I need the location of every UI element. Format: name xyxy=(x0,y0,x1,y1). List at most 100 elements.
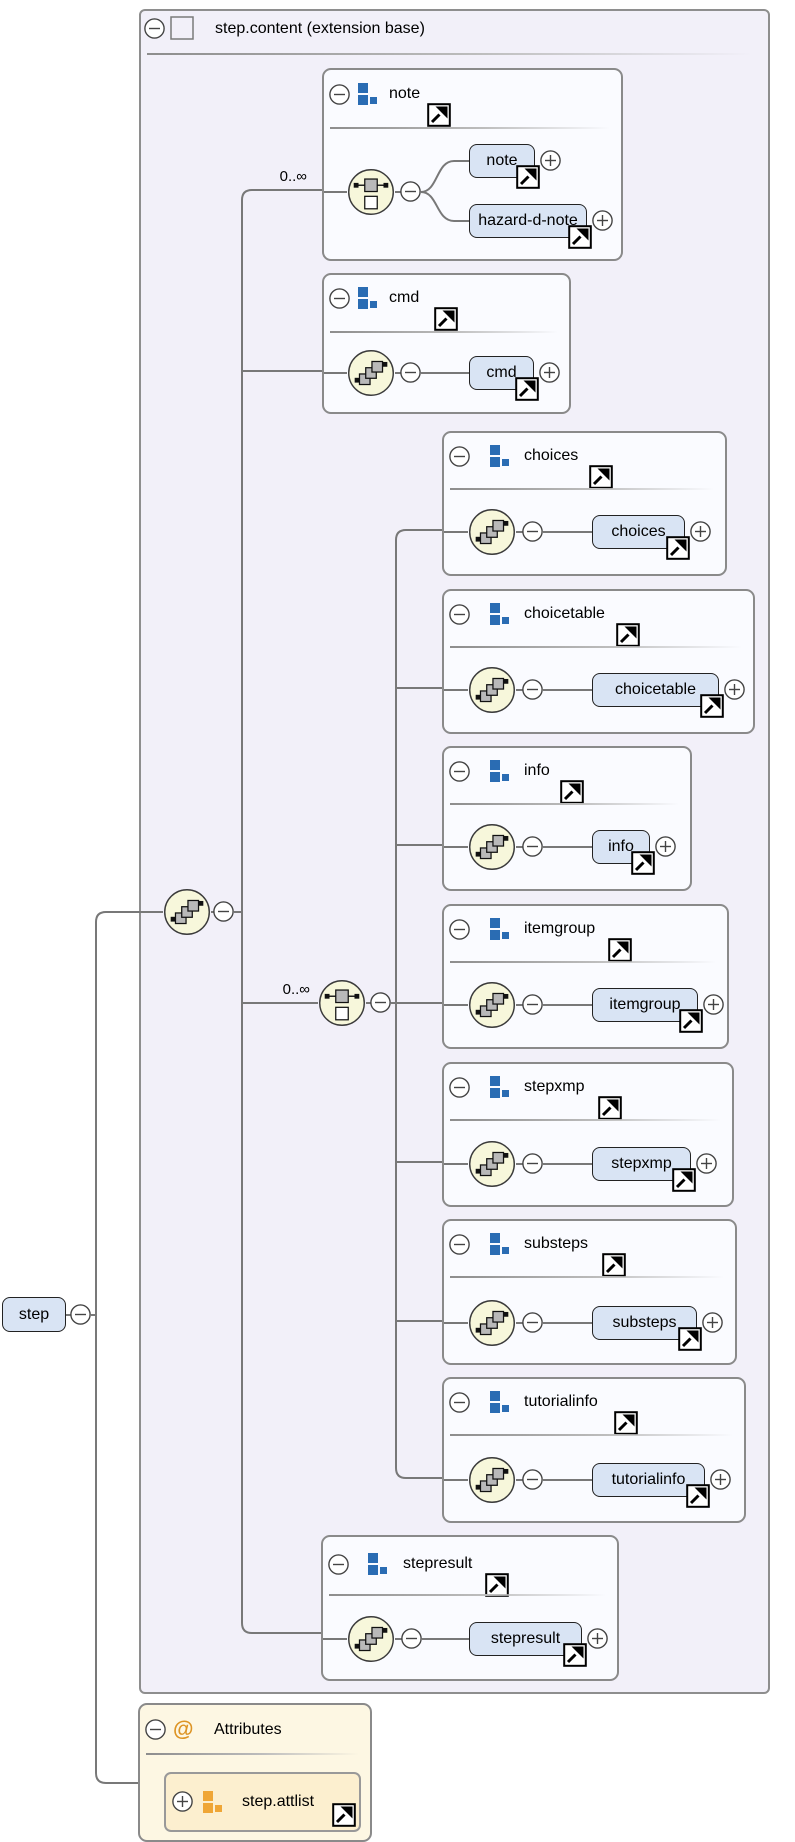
sequence-icon[interactable] xyxy=(468,508,516,556)
collapse-icon[interactable] xyxy=(522,1469,543,1490)
collapse-icon[interactable] xyxy=(70,1304,91,1325)
element-label: itemgroup xyxy=(609,996,681,1013)
link-icon[interactable] xyxy=(614,1411,638,1435)
link-icon[interactable] xyxy=(602,1253,626,1277)
connector-line xyxy=(516,689,523,691)
sequence-icon[interactable] xyxy=(468,823,516,871)
connector-line xyxy=(543,846,592,848)
collapse-icon[interactable] xyxy=(449,446,470,467)
collapse-icon[interactable] xyxy=(522,836,543,857)
collapse-icon[interactable] xyxy=(522,679,543,700)
group-title: choices xyxy=(524,447,579,464)
link-icon[interactable] xyxy=(516,165,540,189)
sequence-icon[interactable] xyxy=(468,981,516,1029)
model-group-icon xyxy=(486,759,510,783)
group-title: stepresult xyxy=(403,1555,473,1572)
sequence-icon[interactable] xyxy=(347,1615,395,1663)
expand-icon[interactable] xyxy=(592,210,613,231)
link-icon[interactable] xyxy=(589,465,613,489)
collapse-icon[interactable] xyxy=(449,1077,470,1098)
expand-icon[interactable] xyxy=(690,521,711,542)
collapse-icon[interactable] xyxy=(522,994,543,1015)
link-icon[interactable] xyxy=(686,1484,710,1508)
link-icon[interactable] xyxy=(560,780,584,804)
container-title: step.content (extension base) xyxy=(215,20,425,37)
collapse-icon[interactable] xyxy=(328,1554,349,1575)
collapse-icon[interactable] xyxy=(329,288,350,309)
link-icon[interactable] xyxy=(598,1096,622,1120)
collapse-icon[interactable] xyxy=(401,1628,422,1649)
element-substeps[interactable]: substeps xyxy=(592,1306,697,1340)
link-icon[interactable] xyxy=(332,1803,356,1827)
group-title: choicetable xyxy=(524,605,605,622)
group-title: cmd xyxy=(389,289,420,306)
expand-icon[interactable] xyxy=(587,1628,608,1649)
collapse-icon[interactable] xyxy=(522,521,543,542)
element-stepresult[interactable]: stepresult xyxy=(469,1622,582,1656)
expand-icon[interactable] xyxy=(172,1791,193,1812)
choice-icon[interactable] xyxy=(318,979,366,1027)
collapse-icon[interactable] xyxy=(370,992,391,1013)
at-icon: @ xyxy=(173,1718,194,1741)
element-choicetable[interactable]: choicetable xyxy=(592,673,719,707)
expand-icon[interactable] xyxy=(540,150,561,171)
element-label: stepxmp xyxy=(611,1155,672,1172)
link-icon[interactable] xyxy=(568,225,592,249)
header-separator xyxy=(450,488,714,490)
link-icon[interactable] xyxy=(616,623,640,647)
collapse-icon[interactable] xyxy=(449,1392,470,1413)
collapse-icon[interactable] xyxy=(449,761,470,782)
connector-line xyxy=(543,531,592,533)
element-label: cmd xyxy=(486,364,517,381)
collapse-icon[interactable] xyxy=(522,1153,543,1174)
collapse-icon[interactable] xyxy=(449,919,470,940)
sequence-icon[interactable] xyxy=(468,1140,516,1188)
link-icon[interactable] xyxy=(666,536,690,560)
sequence-icon[interactable] xyxy=(163,888,211,936)
expand-icon[interactable] xyxy=(696,1153,717,1174)
sequence-icon[interactable] xyxy=(468,1299,516,1347)
collapse-icon[interactable] xyxy=(400,362,421,383)
group-box-stepxmp: stepxmp stepxmp xyxy=(442,1062,734,1207)
header-separator xyxy=(330,331,558,333)
sequence-icon[interactable] xyxy=(468,1456,516,1504)
attribute-group-step-attlist[interactable]: step.attlist xyxy=(164,1772,361,1832)
group-box-stepresult: stepresult stepresult xyxy=(321,1535,619,1681)
element-info[interactable]: info xyxy=(592,830,650,864)
group-box-itemgroup: itemgroup itemgroup xyxy=(442,904,729,1049)
expand-icon[interactable] xyxy=(710,1469,731,1490)
collapse-icon[interactable] xyxy=(145,1719,166,1740)
collapse-icon[interactable] xyxy=(449,1234,470,1255)
collapse-icon[interactable] xyxy=(522,1312,543,1333)
connector-line xyxy=(543,689,592,691)
element-tutorialinfo[interactable]: tutorialinfo xyxy=(592,1463,705,1497)
collapse-icon[interactable] xyxy=(213,901,234,922)
branch-curves xyxy=(420,160,469,222)
collapse-icon[interactable] xyxy=(449,604,470,625)
root-element-step[interactable]: step xyxy=(2,1297,66,1332)
link-icon[interactable] xyxy=(631,851,655,875)
link-icon[interactable] xyxy=(700,694,724,718)
expand-icon[interactable] xyxy=(703,994,724,1015)
expand-icon[interactable] xyxy=(539,362,560,383)
link-icon[interactable] xyxy=(515,377,539,401)
expand-icon[interactable] xyxy=(702,1312,723,1333)
expand-icon[interactable] xyxy=(724,679,745,700)
link-icon[interactable] xyxy=(672,1168,696,1192)
sequence-icon[interactable] xyxy=(468,666,516,714)
connector-line xyxy=(543,1322,592,1324)
expand-icon[interactable] xyxy=(655,836,676,857)
group-box-choices: choices choices xyxy=(442,431,727,576)
model-group-icon xyxy=(486,1075,510,1099)
sequence-icon[interactable] xyxy=(347,349,395,397)
link-icon[interactable] xyxy=(679,1009,703,1033)
connector-line xyxy=(516,1322,523,1324)
link-icon[interactable] xyxy=(678,1327,702,1351)
link-icon[interactable] xyxy=(434,307,458,331)
connector-line xyxy=(395,1638,402,1640)
link-icon[interactable] xyxy=(608,938,632,962)
connector-line xyxy=(444,846,468,848)
header-separator xyxy=(450,1276,724,1278)
element-hazard-d-note[interactable]: hazard-d-note xyxy=(469,204,587,238)
link-icon[interactable] xyxy=(563,1643,587,1667)
